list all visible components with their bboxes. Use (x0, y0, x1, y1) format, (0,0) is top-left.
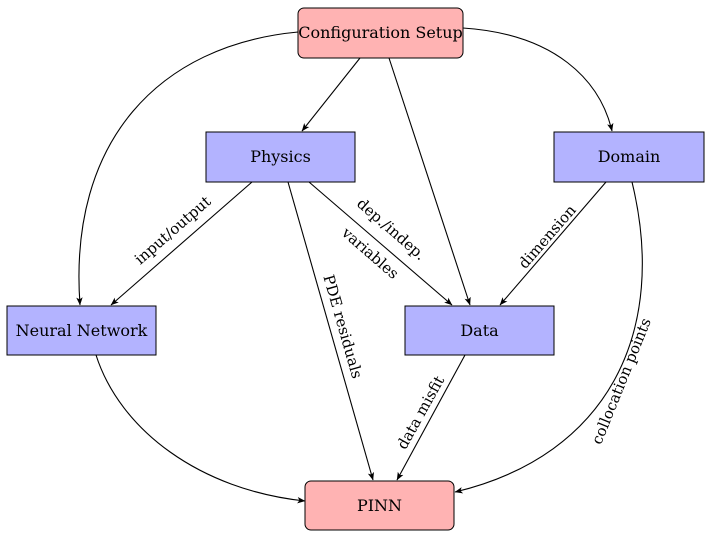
node-data-label: Data (460, 321, 499, 340)
edge-nn-to-pinn (95, 354, 306, 504)
node-data: Data (404, 305, 555, 356)
edge-config-to-domain (462, 27, 614, 132)
node-physics-label: Physics (250, 147, 311, 166)
node-pinn: PINN (304, 480, 455, 531)
node-data-box (404, 305, 555, 356)
node-domain-box (553, 131, 705, 183)
node-physics-box (205, 131, 356, 183)
label-collocation-points: collocation points (588, 315, 655, 446)
edge-domain-to-pinn (454, 181, 643, 494)
node-configuration-setup-box (297, 7, 464, 59)
label-input-output: input/output (131, 192, 214, 268)
node-physics: Physics (205, 131, 356, 183)
edge-config-to-nn (76, 31, 299, 306)
edge-data-to-pinn (396, 354, 466, 481)
edge-config-to-physics (301, 57, 361, 132)
node-configuration-setup-label: Configuration Setup (298, 23, 463, 42)
node-configuration-setup: Configuration Setup (297, 7, 464, 59)
edge-domain-to-data (499, 181, 607, 306)
edge-physics-to-nn (110, 181, 253, 306)
edge-physics-to-pinn (287, 181, 374, 481)
node-neural-network-label: Neural Network (16, 321, 148, 340)
node-pinn-box (304, 480, 455, 531)
edge-config-to-data (388, 57, 471, 306)
node-pinn-label: PINN (357, 496, 402, 515)
label-data-misfit: data misfit (393, 373, 448, 453)
label-dimension: dimension (515, 201, 580, 272)
node-neural-network-box (6, 305, 157, 356)
node-domain: Domain (553, 131, 705, 183)
node-domain-label: Domain (598, 147, 661, 166)
label-pde-residuals: PDE residuals (319, 273, 366, 381)
node-neural-network: Neural Network (6, 305, 157, 356)
edge-physics-to-data (308, 181, 453, 306)
